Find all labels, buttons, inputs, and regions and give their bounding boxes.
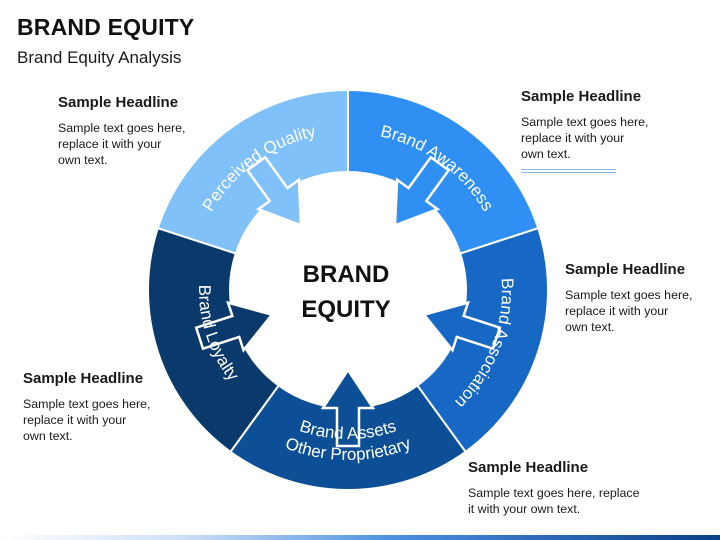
arrow-perceived-quality [245, 155, 303, 228]
callout-headline: Sample Headline [58, 94, 179, 111]
callout-text: Sample text goes here, replace it with y… [468, 486, 640, 516]
page-title: BRAND EQUITY [17, 14, 195, 40]
callout-divider [521, 169, 616, 173]
callout-text: Sample text goes here, replace it with y… [521, 115, 649, 161]
arrow-brand-association [421, 300, 502, 353]
callout-headline: Sample Headline [23, 370, 144, 387]
callout-brand-association: Sample Headline Sample text goes here, r… [565, 261, 692, 335]
callout-brand-loyalty: Sample Headline Sample text goes here, r… [23, 370, 150, 444]
callout-headline: Sample Headline [521, 88, 642, 105]
callout-text: Sample text goes here, replace it with y… [565, 288, 693, 334]
callout-headline: Sample Headline [565, 261, 686, 278]
page-subtitle: Brand Equity Analysis [17, 48, 182, 67]
callout-other-assets: Sample Headline Sample text goes here, r… [468, 459, 640, 517]
callout-brand-awareness: Sample Headline Sample text goes here, r… [521, 88, 648, 175]
callout-headline: Sample Headline [468, 459, 589, 476]
center-hub [230, 172, 466, 408]
callout-perceived-quality: Sample Headline Sample text goes here, r… [58, 94, 185, 168]
footer-accent-bar [0, 535, 720, 540]
arrow-other-assets [320, 367, 376, 448]
callout-text: Sample text goes here, replace it with y… [58, 121, 186, 167]
callout-text: Sample text goes here, replace it with y… [23, 397, 151, 443]
center-label-line1: BRAND [303, 261, 390, 288]
arrow-brand-loyalty [194, 300, 275, 353]
center-label-line2: EQUITY [301, 296, 390, 323]
arrow-brand-awareness [393, 155, 451, 228]
